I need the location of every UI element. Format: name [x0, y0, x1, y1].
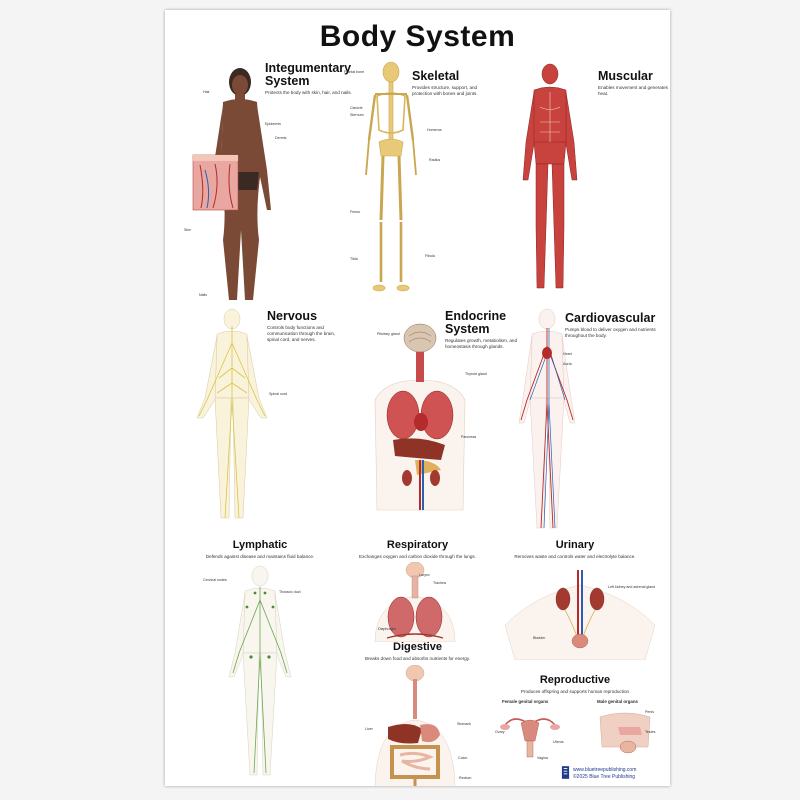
- label-pituitary: Pituitary gland: [377, 332, 400, 336]
- publisher-logo-icon: [561, 766, 570, 779]
- section-reproductive: Reproductive Produces offspring and supp…: [485, 674, 665, 694]
- cardiovascular-title: Cardiovascular: [565, 311, 656, 325]
- label-femur: Femur: [350, 210, 361, 214]
- label-thyroid: Thyroid gland: [465, 372, 487, 376]
- section-skeletal: Skeletal Provides structure, support, an…: [412, 69, 492, 97]
- section-nervous: Nervous Controls body functions and comm…: [267, 309, 347, 342]
- label-diaphragm: Diaphragm: [378, 627, 396, 631]
- label-uterus: Uterus: [553, 740, 564, 744]
- digestive-desc: Breaks down food and absorbs nutrients f…: [364, 655, 471, 661]
- label-cervical-nodes: Cervical nodes: [203, 578, 227, 582]
- muscular-title: Muscular: [598, 69, 653, 83]
- label-left-kidney: Left kidney and adrenal gland: [608, 585, 656, 589]
- respiratory-desc: Exchanges oxygen and carbon dioxide thro…: [359, 553, 476, 559]
- section-digestive: Digestive Breaks down food and absorbs n…: [345, 641, 490, 661]
- publisher-url[interactable]: www.bluetreepublishing.com: [573, 767, 637, 773]
- respiratory-title: Respiratory: [386, 539, 449, 551]
- label-nails: Nails: [199, 293, 207, 297]
- muscular-figure: [522, 63, 578, 289]
- label-clavicle: Clavicle: [350, 106, 363, 110]
- female-organs-heading: Female genital organs: [502, 699, 549, 704]
- label-rectum: Rectum: [459, 776, 472, 780]
- integumentary-figure: [192, 68, 271, 300]
- lymphatic-figure: [228, 565, 292, 776]
- skeletal-desc: Provides structure, support, and protect…: [412, 85, 478, 96]
- label-epidermis: Epidermis: [265, 122, 281, 126]
- muscular-desc: Enables movement and generates heat.: [598, 85, 668, 96]
- nervous-title: Nervous: [267, 309, 318, 323]
- label-colon: Colon: [458, 756, 468, 760]
- label-penis: Penis: [645, 710, 654, 714]
- respiratory-figure: [374, 562, 456, 642]
- nervous-desc: Controls body functions and communicatio…: [267, 325, 336, 342]
- urinary-desc: Removes waste and controls water and ele…: [514, 553, 636, 559]
- reproductive-desc: Produces offspring and supports human re…: [520, 688, 630, 694]
- section-muscular: Muscular Enables movement and generates …: [598, 69, 668, 97]
- label-sternum: Sternum: [350, 113, 364, 117]
- label-hair: Hair: [203, 90, 210, 94]
- label-frontal-bone: Frontal bone: [344, 70, 365, 74]
- digestive-figure: [374, 665, 456, 786]
- copyright-text: ©2025 Blue Tree Publishing: [573, 774, 636, 780]
- lymphatic-desc: Defends against disease and maintains fl…: [205, 553, 315, 559]
- female-organs-figure: [500, 718, 560, 758]
- label-skin: Skin: [184, 228, 191, 232]
- label-tibia: Tibia: [350, 257, 358, 261]
- nervous-figure: [196, 308, 268, 519]
- label-stomach: Stomach: [457, 722, 472, 726]
- lymphatic-title: Lymphatic: [232, 539, 288, 551]
- skeletal-figure: [365, 61, 417, 292]
- label-ovary: Ovary: [495, 730, 505, 734]
- label-vagina: Vagina: [537, 756, 548, 760]
- label-larynx: Larynx: [419, 573, 430, 577]
- poster-title: Body System: [319, 20, 516, 53]
- integumentary-title: Integumentary: [265, 61, 352, 75]
- male-organs-heading: Male genital organs: [597, 699, 638, 704]
- endocrine-figure: [374, 323, 466, 511]
- label-spinal-cord: Spinal cord: [269, 392, 287, 396]
- section-integumentary: Integumentary System Protects the body w…: [265, 61, 355, 96]
- label-humerus: Humerus: [427, 128, 442, 132]
- digestive-title: Digestive: [393, 641, 442, 653]
- section-endocrine: Endocrine System Regulates growth, metab…: [445, 309, 520, 350]
- endocrine-title-line2: System: [445, 322, 490, 337]
- label-liver: Liver: [365, 727, 373, 731]
- endocrine-title: Endocrine: [445, 309, 507, 323]
- cardiovascular-desc: Pumps blood to deliver oxygen and nutrie…: [565, 327, 656, 338]
- label-heart: Heart: [563, 352, 572, 356]
- urinary-figure: [504, 570, 656, 660]
- label-trachea: Trachea: [433, 581, 447, 585]
- skeletal-title: Skeletal: [412, 69, 460, 83]
- label-aorta: Aorta: [563, 362, 572, 366]
- poster: Body System Integumentary System Protect…: [165, 10, 670, 786]
- label-thoracic-duct: Thoracic duct: [279, 590, 301, 594]
- section-cardiovascular: Cardiovascular Pumps blood to deliver ox…: [565, 311, 665, 339]
- label-bladder: Bladder: [533, 636, 546, 640]
- cardiovascular-figure: [518, 308, 576, 529]
- integumentary-title-line2: System: [265, 74, 310, 89]
- label-dermis: Dermis: [275, 136, 287, 140]
- label-pancreas: Pancreas: [461, 435, 477, 439]
- label-testes: Testes: [645, 730, 656, 734]
- reproductive-title: Reproductive: [539, 674, 611, 686]
- integumentary-desc: Protects the body with skin, hair, and n…: [265, 90, 352, 96]
- section-lymphatic: Lymphatic Defends against disease and ma…: [175, 539, 345, 559]
- male-organs-figure: [599, 712, 651, 754]
- urinary-title: Urinary: [555, 539, 595, 551]
- endocrine-desc: Regulates growth, metabolism, and homeos…: [445, 338, 518, 349]
- label-fibula: Fibula: [425, 254, 435, 258]
- section-urinary: Urinary Removes waste and controls water…: [485, 539, 665, 559]
- section-respiratory: Respiratory Exchanges oxygen and carbon …: [345, 539, 490, 559]
- label-radius: Radius: [429, 158, 441, 162]
